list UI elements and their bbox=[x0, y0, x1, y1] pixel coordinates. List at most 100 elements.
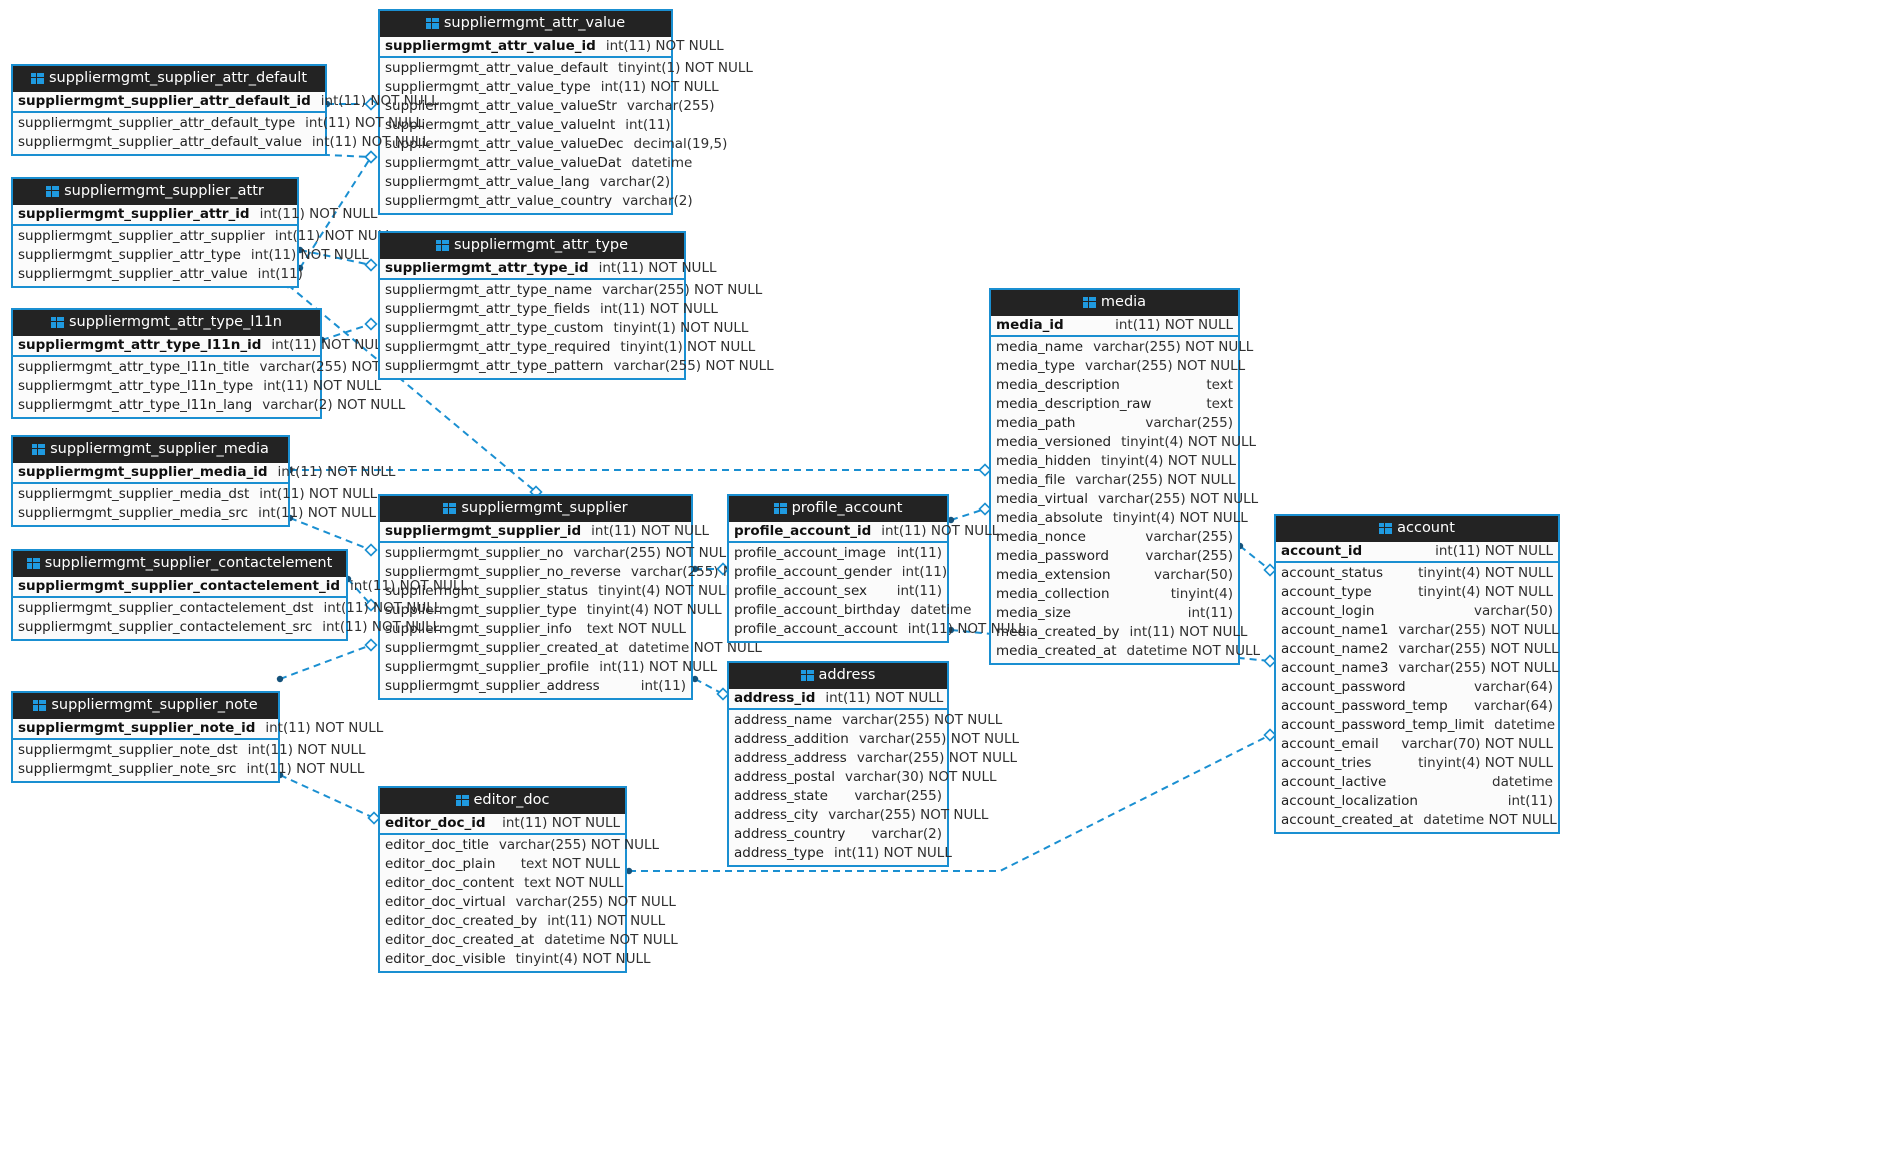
field-name: suppliermgmt_supplier_attr_type bbox=[18, 246, 241, 263]
entity-header[interactable]: suppliermgmt_attr_type_l11n bbox=[13, 310, 320, 336]
field-type: int(11) NOT NULL bbox=[320, 92, 439, 109]
entity-header[interactable]: profile_account bbox=[729, 496, 947, 522]
field-type: varchar(255) NOT NULL bbox=[1097, 490, 1259, 507]
entity-header[interactable]: suppliermgmt_supplier_attr bbox=[13, 179, 297, 205]
relation-target-diamond bbox=[364, 638, 378, 652]
field-name: suppliermgmt_supplier_contactelement_id bbox=[18, 577, 341, 594]
field-type: datetime NOT NULL bbox=[628, 639, 762, 656]
field-name: suppliermgmt_attr_value_id bbox=[385, 37, 596, 54]
field-name: media_created_at bbox=[996, 642, 1117, 659]
table-icon bbox=[32, 443, 46, 455]
entity-header[interactable]: account bbox=[1276, 516, 1558, 542]
field-name: suppliermgmt_supplier_no bbox=[385, 544, 564, 561]
entity-header[interactable]: suppliermgmt_attr_value bbox=[380, 11, 671, 37]
relation-target-diamond bbox=[364, 543, 378, 557]
entity-name: suppliermgmt_supplier_contactelement bbox=[44, 555, 333, 571]
field-type: int(11) bbox=[896, 544, 942, 561]
field-type: tinyint(1) NOT NULL bbox=[613, 319, 749, 336]
field-type: varchar(255) NOT NULL bbox=[1075, 471, 1236, 488]
field-name: media_file bbox=[996, 471, 1066, 488]
field-type: varchar(30) NOT NULL bbox=[844, 768, 997, 785]
table-icon bbox=[435, 239, 449, 251]
entity-header[interactable]: suppliermgmt_attr_type bbox=[380, 233, 684, 259]
field-type: int(11) NOT NULL bbox=[833, 844, 952, 861]
fields-section: suppliermgmt_supplier_contactelement_dst… bbox=[13, 598, 441, 639]
field-name: suppliermgmt_attr_type_required bbox=[385, 338, 611, 355]
entity-header[interactable]: suppliermgmt_supplier_media bbox=[13, 437, 288, 463]
field-type: int(11) NOT NULL bbox=[311, 133, 430, 150]
field-type: int(11) NOT NULL bbox=[605, 37, 724, 54]
field-type: int(11) NOT NULL bbox=[265, 719, 384, 736]
field-type: varchar(50) bbox=[1153, 566, 1233, 583]
field-name: suppliermgmt_supplier_attr_default_value bbox=[18, 133, 302, 150]
entity-header[interactable]: address bbox=[729, 663, 947, 689]
table-icon bbox=[26, 557, 40, 569]
field-type: int(11) bbox=[640, 677, 686, 694]
field-name: suppliermgmt_supplier_attr_value bbox=[18, 265, 248, 282]
field-row: media_file varchar(255) NOT NULL bbox=[991, 471, 1238, 490]
relation-target-diamond bbox=[364, 150, 378, 164]
field-name: suppliermgmt_attr_type_name bbox=[385, 281, 593, 298]
field-name: suppliermgmt_supplier_type bbox=[385, 601, 577, 618]
field-name: account_lactive bbox=[1281, 773, 1387, 790]
field-type: varchar(2) bbox=[622, 192, 693, 209]
field-type: varchar(255) bbox=[1145, 528, 1233, 545]
field-name: suppliermgmt_attr_value_valueInt bbox=[385, 116, 616, 133]
entity-header[interactable]: editor_doc bbox=[380, 788, 625, 814]
field-name: suppliermgmt_attr_type_id bbox=[385, 259, 589, 276]
entity-table-suppliermgmt_supplier_note[interactable]: suppliermgmt_supplier_note suppliermgmt_s… bbox=[11, 691, 383, 783]
field-type: datetime bbox=[631, 154, 693, 171]
field-name: suppliermgmt_supplier_attr_default_id bbox=[18, 92, 311, 109]
field-type: int(11) NOT NULL bbox=[263, 377, 382, 394]
entity-header[interactable]: suppliermgmt_supplier_attr_default bbox=[13, 66, 325, 92]
field-type: varchar(255) NOT NULL bbox=[573, 544, 734, 561]
field-name: media_hidden bbox=[996, 452, 1092, 469]
entity-header[interactable]: suppliermgmt_supplier_note bbox=[13, 693, 278, 719]
entity-header[interactable]: suppliermgmt_supplier_contactelement bbox=[13, 551, 346, 577]
field-name: account_tries bbox=[1281, 754, 1372, 771]
field-type: text NOT NULL bbox=[586, 620, 686, 637]
field-type: int(11) bbox=[257, 265, 303, 282]
entity-header[interactable]: suppliermgmt_supplier bbox=[380, 496, 691, 522]
field-name: media_nonce bbox=[996, 528, 1086, 545]
field-name: suppliermgmt_supplier_no_reverse bbox=[385, 563, 621, 580]
field-name: suppliermgmt_supplier_id bbox=[385, 522, 582, 539]
field-type: int(11) NOT NULL bbox=[1129, 623, 1248, 640]
field-name: suppliermgmt_attr_value_valueDat bbox=[385, 154, 622, 171]
field-type: varchar(255) NOT NULL bbox=[828, 806, 989, 823]
entity-header[interactable]: media bbox=[991, 290, 1238, 316]
entity-table-suppliermgmt_supplier_attr[interactable]: suppliermgmt_supplier_attr suppliermgmt_s… bbox=[11, 177, 393, 288]
field-name: suppliermgmt_attr_value_valueStr bbox=[385, 97, 617, 114]
field-type: tinyint(4) NOT NULL bbox=[1121, 433, 1257, 450]
